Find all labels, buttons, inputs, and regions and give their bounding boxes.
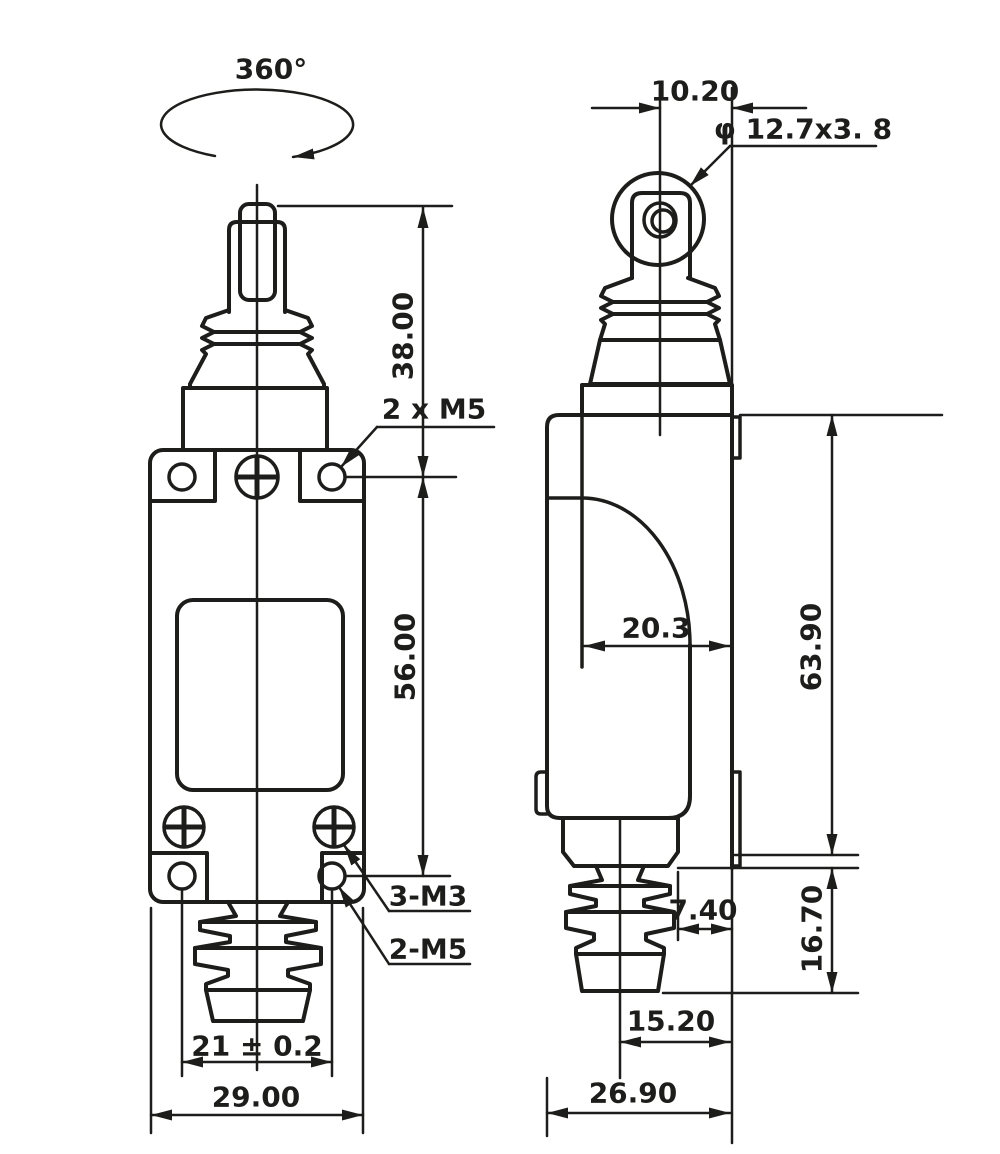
dim-38-label: 38.00 <box>387 292 420 381</box>
roller-bracket <box>630 191 692 280</box>
side-tab-top-right <box>730 415 742 460</box>
label-cover-screws: 3-M3 <box>389 880 467 913</box>
label-head-screws: 2 x M5 <box>382 393 486 426</box>
side-cable-gland <box>564 864 676 993</box>
top-flange-lines <box>148 448 366 503</box>
side-head-cap <box>580 383 734 417</box>
front-body <box>148 448 366 904</box>
cover-panel <box>175 598 345 792</box>
callout-2M5 <box>337 885 472 966</box>
rotation-arrow-icon <box>159 88 355 160</box>
roller-pin-inner <box>650 208 676 234</box>
phillips-screw-bottom-left <box>162 805 206 849</box>
side-body-front-edge <box>558 643 692 820</box>
dim-203-label: 20.3 <box>621 612 690 645</box>
front-head-cap <box>181 386 329 452</box>
side-tab-bottom-right <box>730 770 742 868</box>
side-top-bellows <box>598 276 722 342</box>
callout-3M3 <box>342 843 472 913</box>
dim-21-label: 21 ± 0.2 <box>191 1030 323 1063</box>
bottom-flange-lines <box>148 851 366 904</box>
dim-6390-label: 63.90 <box>795 603 828 692</box>
label-mount-holes: 2-M5 <box>389 933 467 966</box>
roller <box>610 171 706 267</box>
plunger-fork <box>227 220 287 314</box>
front-top-bellows <box>188 308 326 390</box>
dim-29-label: 29.00 <box>212 1081 301 1114</box>
mount-hole-top-left <box>167 462 197 492</box>
phillips-screw-top <box>234 454 280 500</box>
dim-1020-label: 10.20 <box>651 75 740 108</box>
side-body <box>545 413 734 870</box>
phillips-screw-bottom-right <box>312 805 356 849</box>
roller-pin-outer <box>642 201 678 239</box>
side-lower-block <box>561 816 680 868</box>
rotation-label: 360° <box>235 53 307 86</box>
side-view: 10.20 φ 12.7x3. 8 20.3 63.90 7.40 16.70 … <box>534 75 944 1145</box>
dim-56-label: 56.00 <box>389 613 422 702</box>
dim-740-label: 7.40 <box>668 894 737 927</box>
plunger-roller <box>238 202 277 302</box>
mount-hole-bottom-left <box>167 861 197 891</box>
callout-roller-size <box>688 144 878 188</box>
front-cable-gland <box>193 900 323 1023</box>
label-roller-size: φ 12.7x3. 8 <box>714 113 892 146</box>
callout-2xM5 <box>339 425 496 469</box>
dim-1670-label: 16.70 <box>796 885 829 974</box>
front-view: 360° 38.00 2 x M5 56.00 3-M3 2-M5 21 ± 0… <box>148 53 496 1135</box>
dim-1520-label: 15.20 <box>627 1005 716 1038</box>
dim-2690-label: 26.90 <box>589 1077 678 1110</box>
side-tab-left <box>534 770 549 816</box>
side-body-curve <box>580 496 692 647</box>
